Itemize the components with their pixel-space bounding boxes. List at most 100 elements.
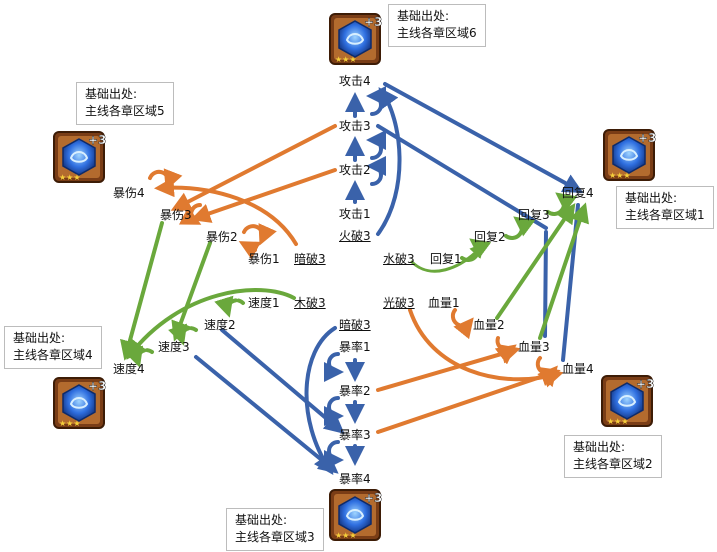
node-rec3: 回复3	[518, 208, 550, 222]
svg-text:★★★: ★★★	[335, 55, 357, 64]
link-cr2-hp3	[376, 344, 521, 392]
loop-spd3	[124, 345, 154, 368]
node-wood3: 木破3	[294, 296, 326, 310]
node-water3: 水破3	[383, 252, 415, 266]
loop-cr2	[323, 396, 344, 426]
node-rec4: 回复4	[562, 186, 594, 200]
node-spd3: 速度3	[158, 340, 190, 354]
link-spd2-cr3	[220, 328, 345, 434]
link-cr3-hp4	[376, 367, 561, 434]
node-cr3: 暴率3	[339, 428, 371, 442]
loop-rec2	[504, 216, 536, 240]
node-spd4: 速度4	[113, 362, 145, 376]
gem-icon-3: ★★★ +3	[329, 489, 383, 541]
chain-arrows	[124, 86, 578, 470]
loop-spd1	[214, 295, 245, 318]
loop-hp1	[450, 308, 474, 340]
node-cr1: 暴率1	[339, 340, 371, 354]
gem-level-label: +3	[364, 15, 382, 29]
loop-hp3	[535, 356, 558, 388]
source-box-6: 基础出处: 主线各章区域6	[388, 4, 486, 47]
node-crit4: 暴伤4	[113, 186, 145, 200]
link-crit3-spd4	[120, 221, 164, 361]
source-title: 基础出处:	[13, 331, 66, 345]
svg-text:★★★: ★★★	[335, 531, 357, 540]
svg-text:★★★: ★★★	[59, 173, 81, 182]
link-atk3-crit3	[170, 124, 337, 211]
loop-cr3	[323, 440, 344, 470]
node-crit1: 暴伤1	[248, 252, 280, 266]
source-box-5: 基础出处: 主线各章区域5	[76, 82, 174, 125]
node-dark3: 暗破3	[339, 318, 371, 332]
gem-icon-4: ★★★ +3	[53, 377, 107, 429]
source-desc: 主线各章区域4	[13, 348, 93, 362]
source-title: 基础出处:	[235, 513, 288, 527]
svg-text:★★★: ★★★	[59, 419, 81, 428]
gem-level-label: +3	[638, 131, 656, 145]
loop-crit4	[148, 168, 183, 191]
source-title: 基础出处:	[85, 87, 138, 101]
node-crit2: 暴伤2	[206, 230, 238, 244]
node-atk1: 攻击1	[339, 207, 371, 221]
link-dark3-cr4	[304, 326, 337, 475]
link-atk4-rec4	[383, 82, 584, 193]
node-atk4: 攻击4	[339, 74, 371, 88]
link-fire3-atk4	[376, 87, 402, 236]
node-light3: 光破3	[383, 296, 415, 310]
source-box-4: 基础出处: 主线各章区域4	[4, 326, 102, 369]
loop-atk3	[366, 130, 387, 160]
link-hp2-rec4	[495, 203, 576, 320]
gem-icon-5: ★★★ +3	[53, 131, 107, 183]
node-cr2: 暴率2	[339, 384, 371, 398]
link-atk2-crit2	[190, 168, 337, 223]
node-hp3: 血量3	[518, 340, 550, 354]
source-desc: 主线各章区域6	[397, 26, 477, 40]
gem-level-label: +3	[364, 491, 382, 505]
loop-cr1	[323, 352, 344, 382]
connection-lines	[120, 82, 589, 475]
gem-level-label: +3	[88, 133, 106, 147]
gem-icon-2: ★★★+3	[601, 375, 655, 427]
loop-atk4	[366, 86, 387, 116]
link-atk3-rec3	[376, 124, 548, 230]
link-spd3-cr4	[194, 355, 339, 474]
loop-spd2	[168, 323, 198, 346]
svg-text:★★★: ★★★	[609, 171, 631, 180]
gem-level-label: +3	[88, 379, 106, 393]
gem-icon-1: ★★★ +3	[603, 129, 657, 181]
node-spd1: 速度1	[248, 296, 280, 310]
svg-text:★★★: ★★★	[607, 417, 629, 426]
node-hp4: 血量4	[562, 362, 594, 376]
loop-hp2	[494, 336, 517, 365]
link-hp3-rec4	[538, 202, 589, 340]
node-atk2: 攻击2	[339, 163, 371, 177]
node-spd2: 速度2	[204, 318, 236, 332]
node-hp1: 血量1	[428, 296, 460, 310]
loop-rec3	[546, 192, 578, 216]
source-desc: 主线各章区域1	[625, 208, 705, 222]
gem-icon-6: ★★★ +3	[329, 13, 383, 65]
source-title: 基础出处:	[625, 191, 678, 205]
loop-rec1	[460, 238, 492, 262]
source-desc: 主线各章区域3	[235, 530, 315, 544]
chain-crit1-crit2	[238, 241, 262, 260]
source-box-3: 基础出处: 主线各章区域3	[226, 508, 324, 551]
node-dark3-top: 暗破3	[294, 252, 326, 266]
source-box-1: 基础出处: 主线各章区域1	[616, 186, 714, 229]
node-hp2: 血量2	[473, 318, 505, 332]
loop-atk2	[366, 156, 387, 186]
node-crit3: 暴伤3	[160, 208, 192, 222]
source-title: 基础出处:	[397, 9, 450, 23]
source-title: 基础出处:	[573, 440, 626, 454]
source-box-2: 基础出处: 主线各章区域2	[564, 435, 662, 478]
link-wood3-spd4	[126, 288, 296, 360]
loop-crit2	[242, 223, 277, 246]
node-atk3: 攻击3	[339, 119, 371, 133]
node-rec2: 回复2	[474, 230, 506, 244]
gem-icons: ★★★+3★★★+3★★★+3★★★+3★★★+3★★★+3	[53, 13, 657, 541]
node-cr4: 暴率4	[339, 472, 371, 486]
node-rec1: 回复1	[430, 252, 462, 266]
node-fire3: 火破3	[339, 229, 371, 243]
loop-crit3	[178, 203, 202, 225]
